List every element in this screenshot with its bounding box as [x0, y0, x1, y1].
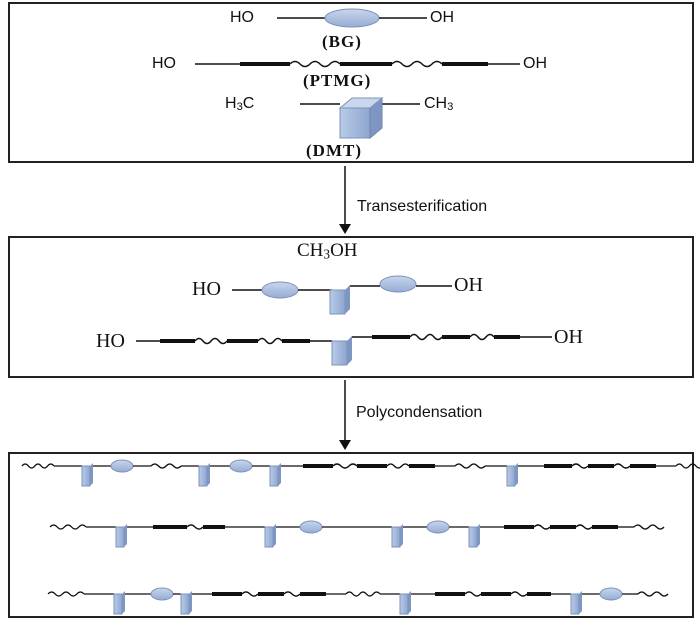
ptmg-left-label: HO	[152, 55, 176, 72]
polymer-chains	[21, 459, 700, 615]
ptmg-name: (PTMG)	[303, 71, 372, 90]
row1-right-label: OH	[454, 274, 483, 296]
ptmg-molecule	[195, 60, 520, 68]
dmt-right-label: CH3	[424, 95, 454, 114]
dmt-name: (DMT)	[306, 141, 362, 160]
row2-left-label: HO	[96, 330, 125, 352]
ptmg-right-label: OH	[523, 55, 547, 72]
bg-name: (BG)	[322, 32, 362, 51]
row1-left-label: HO	[192, 278, 221, 300]
bg-molecule	[277, 8, 427, 28]
dmt-left-label: H3C	[225, 95, 255, 114]
dmt-molecule	[300, 96, 420, 140]
bg-right-label: OH	[430, 9, 454, 26]
arrow-transesterification	[339, 166, 351, 234]
step-polycondensation: Polycondensation	[356, 404, 483, 421]
bg-left-label: HO	[230, 9, 254, 26]
intermediate-row-2	[136, 333, 552, 366]
methanol-byproduct: CH3OH	[297, 240, 358, 262]
intermediate-row-1	[232, 275, 452, 315]
step-transesterification: Transesterification	[357, 198, 488, 215]
arrow-polycondensation	[339, 380, 351, 450]
row2-right-label: OH	[554, 326, 583, 348]
